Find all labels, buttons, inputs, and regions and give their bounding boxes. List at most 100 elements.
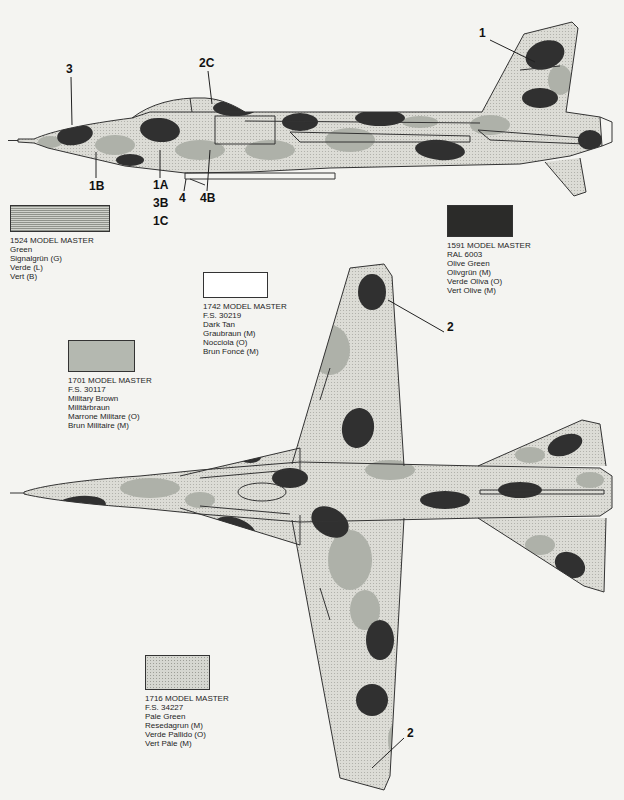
paint-name: Nocciola (O): [203, 338, 287, 347]
camo-blob: [365, 460, 415, 480]
callout-number: 1B: [88, 180, 105, 193]
paint-name: Vert Olive (M): [447, 286, 531, 295]
camo-blob: [356, 684, 388, 716]
drawing-path: [478, 518, 606, 592]
camo-blob: [522, 88, 558, 108]
color-swatch: [68, 340, 135, 372]
paint-name: Dark Tan: [203, 320, 287, 329]
drawing-path: [320, 368, 330, 400]
drawing-path: [200, 470, 290, 478]
drawing-path: [150, 112, 245, 113]
paint-name: Military Brown: [68, 394, 152, 403]
drawing-path: [10, 493, 24, 494]
callout-number: 2: [446, 321, 455, 334]
drawing-g: [10, 264, 612, 790]
camo-blob: [310, 325, 350, 375]
paint-swatch-block: 1716 MODEL MASTERF.S. 34227Pale GreenRes…: [145, 655, 229, 748]
callout-number: 1A: [152, 179, 169, 192]
callout-number: 4B: [199, 192, 216, 205]
camo-blob: [53, 494, 107, 518]
paint-swatch-block: 1591 MODEL MASTERRAL 6003Olive GreenOliv…: [447, 205, 531, 295]
camo-blob: [95, 135, 135, 155]
camo-blob: [245, 140, 295, 160]
callout-number: 4: [178, 192, 187, 205]
camo-blob: [525, 535, 555, 555]
drawing-ellipse: [238, 483, 286, 501]
paint-code: 1716 MODEL MASTER: [145, 694, 229, 703]
side-view: [0, 0, 624, 220]
drawing-line: [490, 40, 535, 62]
drawing-path: [200, 506, 290, 514]
camo-blob: [325, 128, 375, 152]
paint-name: Marrone Militare (O): [68, 412, 152, 421]
drawing-line: [207, 150, 210, 191]
paint-name: Pale Green: [145, 712, 229, 721]
drawing-path: [290, 132, 470, 142]
drawing-g: [8, 22, 612, 196]
paint-name: Resedagrun (M): [145, 721, 229, 730]
paint-name: Verde Oliva (O): [447, 277, 531, 286]
camo-blob: [328, 530, 372, 590]
drawing-line: [160, 150, 161, 178]
camo-blob: [120, 478, 180, 498]
drawing-path: [480, 490, 604, 494]
drawing-g: [53, 274, 590, 716]
color-swatch: [145, 655, 210, 690]
drawing-rect: [0, 0, 624, 220]
paint-name: Militärbraun: [68, 403, 152, 412]
paint-name: F.S. 30117: [68, 385, 152, 394]
drawing-path: [478, 130, 585, 144]
drawing-path: [292, 518, 404, 790]
drawing-line: [208, 71, 212, 104]
camo-blob: [175, 140, 225, 160]
drawing-g: [0, 250, 624, 800]
drawing-path: [478, 420, 606, 466]
drawing-line: [71, 77, 72, 125]
paint-name: Brun Foncé (M): [203, 347, 287, 356]
drawing-g: [0, 0, 624, 220]
drawing-path: [24, 462, 612, 522]
paint-name: Olivgrün (M): [447, 268, 531, 277]
paint-name: Brun Militaire (M): [68, 421, 152, 430]
paint-name: Olive Green: [447, 259, 531, 268]
camo-blob: [515, 447, 545, 463]
camo-blob: [420, 491, 470, 509]
camo-blob: [116, 154, 144, 166]
drawing-rect: [0, 250, 624, 800]
top-view: [0, 250, 624, 800]
drawing-path: [545, 158, 586, 196]
callout-number: 3: [65, 63, 74, 76]
callout-number: 1C: [152, 215, 169, 228]
drawing-path: [180, 448, 300, 476]
paint-name: Vert Pâle (M): [145, 739, 229, 748]
paint-code: 1524 MODEL MASTER: [10, 236, 110, 245]
drawing-line: [184, 179, 186, 191]
camo-blob: [185, 492, 215, 508]
color-swatch: [447, 205, 513, 237]
drawing-path: [190, 179, 205, 185]
drawing-g: [120, 325, 604, 760]
drawing-line: [388, 300, 444, 332]
paint-code: 1591 MODEL MASTER: [447, 241, 531, 250]
color-swatch: [10, 205, 110, 232]
paint-name: Graubraun (M): [203, 329, 287, 338]
drawing-rect: [215, 116, 275, 144]
camo-blob: [56, 122, 95, 148]
drawing-path: [320, 588, 330, 620]
camo-blob: [358, 274, 386, 310]
leader-lines: [71, 40, 535, 768]
camo-blob: [550, 547, 590, 584]
drawing-path: [18, 22, 602, 173]
paint-name: RAL 6003: [447, 250, 531, 259]
drawing-path: [520, 66, 560, 70]
camo-blob: [139, 116, 181, 143]
paint-name: Signalgrün (G): [10, 254, 110, 263]
paint-name: Green: [10, 245, 110, 254]
drawing-line: [96, 152, 97, 178]
paint-swatch-block: 1742 MODEL MASTERF.S. 30219Dark TanGraub…: [203, 272, 287, 356]
paint-swatch-block: 1524 MODEL MASTERGreenSignalgrün (G)Verd…: [10, 205, 110, 281]
camo-blob: [576, 472, 604, 488]
paint-name: Verde (L): [10, 263, 110, 272]
drawing-path: [600, 117, 612, 146]
drawing-path: [245, 121, 480, 123]
